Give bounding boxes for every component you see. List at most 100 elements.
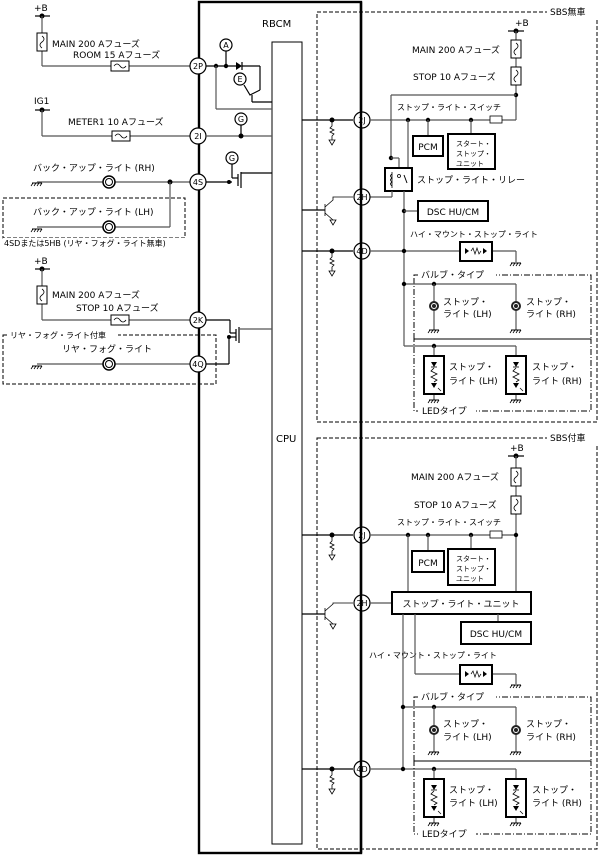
backup-lh-group <box>2 197 186 239</box>
svg-text:ライト (LH): ライト (LH) <box>449 798 498 809</box>
ig1-label: IG1 <box>34 97 49 107</box>
sbs-none-bulb-group <box>413 274 592 340</box>
sbs-with-bulb-lh-icon <box>428 724 440 736</box>
sbs-with-dsc: DSC HU/CM <box>470 630 522 640</box>
svg-text:ユニット: ユニット <box>456 160 484 168</box>
backup-lh-bulb-icon <box>102 220 116 234</box>
sbs-with-dsc-box <box>460 621 532 645</box>
svg-text:2I: 2I <box>194 132 201 141</box>
backup-lh-group-label: 4SDまたは5HB (リヤ・フォグ・ライト無車) <box>4 238 166 248</box>
svg-text:ストップ・: ストップ・ <box>532 785 577 796</box>
sbs-with-led-group <box>413 760 592 835</box>
backup-lh-label: バック・アップ・ライト (LH) <box>33 207 154 218</box>
sbs-with-pcm: PCM <box>418 559 437 569</box>
svg-text:スタート・: スタート・ <box>456 139 491 148</box>
sbs-none-led-group <box>413 338 592 412</box>
cpu-block <box>271 41 303 845</box>
sbs-with-bulb-group <box>413 696 592 762</box>
sbs-with-bulb-rh-icon <box>510 724 522 736</box>
sbs-with-led-type: LEDタイプ <box>422 829 467 840</box>
sbs-none-supply: +B <box>515 19 529 29</box>
sbs-none-bulb-lh-icon <box>428 300 440 312</box>
sbs-with-pcm-box <box>411 550 445 573</box>
supply-label-b1: +B <box>34 4 48 14</box>
svg-text:ストップ・: ストップ・ <box>456 150 491 158</box>
svg-text:4S: 4S <box>193 178 203 187</box>
svg-text:4Q: 4Q <box>192 360 203 369</box>
svg-text:ライト (LH): ライト (LH) <box>443 309 492 320</box>
sbs-none-stop-fuse: STOP 10 Aフューズ <box>413 71 496 83</box>
stop-switch-icon <box>489 115 503 124</box>
svg-text:ストップ・: ストップ・ <box>443 297 488 308</box>
sbs-with-led-lh-icon <box>423 778 445 818</box>
cpu-label: CPU <box>276 434 296 445</box>
svg-text:ストップ・: ストップ・ <box>449 362 494 373</box>
diode-icon <box>236 62 242 70</box>
room-fuse-icon <box>110 60 130 72</box>
sbs-none-relay-icon <box>384 167 413 192</box>
sbs-with-high-mount: ハイ・マウント・ストップ・ライト <box>369 651 497 660</box>
supply-label-b2: +B <box>34 257 48 267</box>
meter-fuse-label: METER1 10 Aフューズ <box>68 116 164 128</box>
sbs-none-relay: ストップ・ライト・リレー <box>417 175 525 186</box>
svg-text:ライト (LH): ライト (LH) <box>449 376 498 387</box>
stop-fuse-label: STOP 10 Aフューズ <box>76 302 159 314</box>
sbs-with-main-fuse: MAIN 200 Aフューズ <box>411 471 499 483</box>
meter-fuse-icon <box>111 130 131 142</box>
sbs-none-led-lh-icon <box>423 355 445 395</box>
sbs-none-bulb-rh-icon <box>510 300 522 312</box>
svg-text:E: E <box>237 75 242 84</box>
rearfog-group <box>2 334 217 385</box>
rearfog-bulb-icon <box>102 357 116 371</box>
sbs-with-stop-switch-icon <box>489 530 503 539</box>
svg-text:ストップ・: ストップ・ <box>526 297 571 308</box>
svg-text:2K: 2K <box>193 316 204 325</box>
room-fuse-label: ROOM 15 Aフューズ <box>73 49 160 61</box>
sbs-with-group <box>316 437 598 850</box>
svg-text:ライト (RH): ライト (RH) <box>532 376 582 387</box>
backup-rh-label: バック・アップ・ライト (RH) <box>33 163 155 174</box>
svg-text:G: G <box>238 115 244 124</box>
sbs-none-led-rh-icon <box>505 355 527 395</box>
sbs-none-main-fuse-icon <box>510 39 522 59</box>
sbs-with-main-fuse-icon <box>510 467 522 487</box>
sbs-with-supply: +B <box>510 444 524 454</box>
svg-text:ストップ・: ストップ・ <box>532 362 577 373</box>
main-fuse-label: MAIN 200 Aフューズ <box>52 38 140 50</box>
sbs-with-stop-light-unit-box <box>391 591 532 615</box>
svg-text:スタート・: スタート・ <box>456 554 491 563</box>
sbs-with-title: SBS付車 <box>550 432 585 444</box>
sbs-none-stop-fuse-icon <box>510 66 522 86</box>
sbs-none-bulb-type: バルブ・タイプ <box>421 269 484 281</box>
main-fuse2-label: MAIN 200 Aフューズ <box>52 289 140 301</box>
sbs-none-group <box>316 11 598 423</box>
sbs-none-dsc: DSC HU/CM <box>427 208 479 218</box>
svg-text:G: G <box>229 154 235 163</box>
svg-text:ライト (RH): ライト (RH) <box>532 798 582 809</box>
sbs-with-bulb-type: バルブ・タイプ <box>421 691 484 703</box>
sbs-none-pcm-box <box>412 135 444 157</box>
backup-rh-bulb-icon <box>102 175 116 189</box>
sbs-none-main-fuse: MAIN 200 Aフューズ <box>412 44 500 56</box>
svg-text:ストップ・: ストップ・ <box>456 565 491 573</box>
rbcm-module <box>197 0 363 855</box>
rbcm-title: RBCM <box>262 19 291 30</box>
sbs-none-stop-switch: ストップ・ライト・スイッチ <box>397 103 501 112</box>
sbs-none-high-mount: ハイ・マウント・ストップ・ライト <box>410 230 538 239</box>
svg-text:ストップ・: ストップ・ <box>526 719 571 730</box>
svg-text:A: A <box>223 41 229 50</box>
sbs-with-stop-fuse: STOP 10 Aフューズ <box>414 499 497 511</box>
marker-e <box>233 72 247 86</box>
svg-text:ライト (LH): ライト (LH) <box>443 732 492 743</box>
main-fuse-icon <box>36 32 48 52</box>
main-fuse2-icon <box>36 285 48 305</box>
stop-fuse-icon <box>110 314 130 326</box>
sbs-with-stop-fuse-icon <box>510 495 522 515</box>
rearfog-label: リヤ・フォグ・ライト <box>62 343 152 355</box>
rearfog-group-label: リヤ・フォグ・ライト付車 <box>10 330 106 340</box>
sbs-none-pcm: PCM <box>418 143 437 153</box>
sbs-with-led-rh-icon <box>505 778 527 818</box>
svg-text:ユニット: ユニット <box>456 575 484 583</box>
sbs-none-led-type: LEDタイプ <box>422 406 467 417</box>
